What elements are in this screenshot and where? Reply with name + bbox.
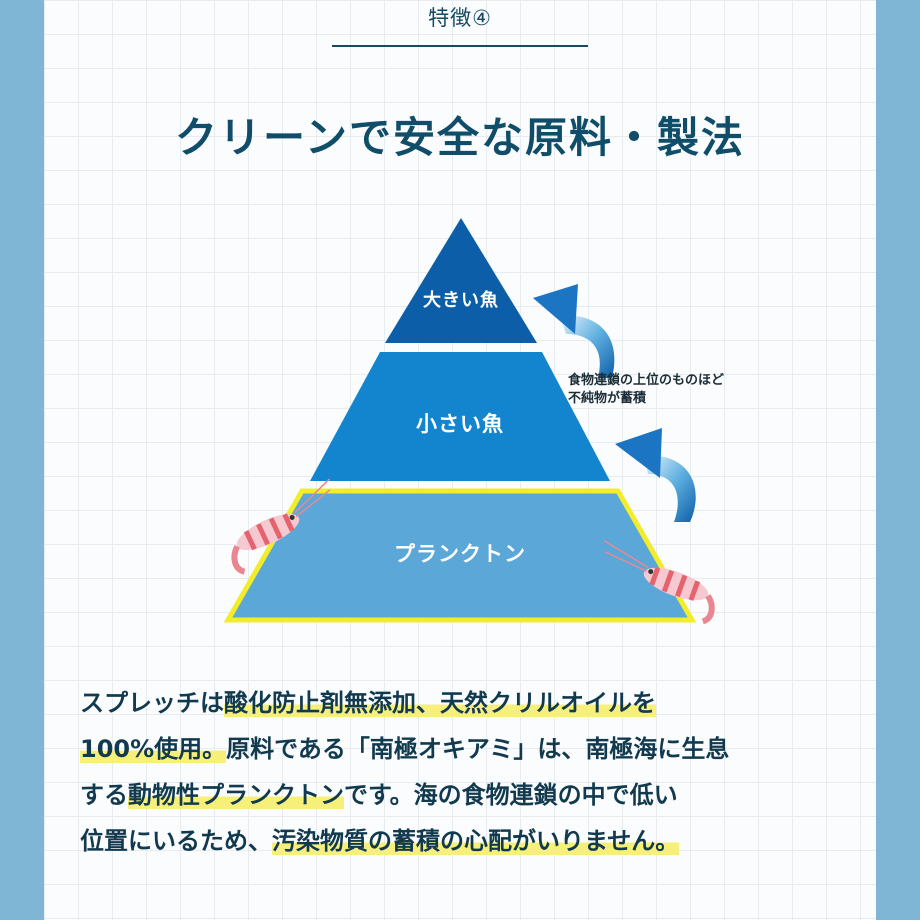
pyramid-middle-label: 小さい魚 — [416, 412, 504, 436]
body-highlight: 動物性プランクトン — [128, 781, 344, 809]
shrimp-left-icon — [231, 478, 331, 575]
body-line-1: スプレッチは酸化防止剤無添加、天然クリルオイルを — [80, 680, 800, 726]
note-line-1: 食物連鎖の上位のものほど — [568, 373, 725, 388]
body-line-3: する動物性プランクトンです。海の食物連鎖の中で低い — [80, 772, 800, 818]
body-highlight: 酸化防止剤無添加、天然クリルオイルを — [224, 689, 656, 717]
body-line-2: 100%使用。原料である「南極オキアミ」は、南極海に生息 — [80, 726, 800, 772]
pyramid-bottom-tier — [223, 488, 697, 623]
body-line-4: 位置にいるため、汚染物質の蓄積の心配がいりません。 — [80, 818, 800, 864]
feature-label: 特徴④ — [428, 6, 492, 30]
food-chain-note: 食物連鎖の上位のものほど 不純物が蓄積 — [568, 372, 808, 408]
body-text-segment: です。海の食物連鎖の中で低い — [344, 781, 678, 809]
body-text-segment: 位置にいるため、 — [80, 827, 272, 855]
feature-divider — [332, 45, 588, 47]
pyramid-top-tier — [385, 218, 537, 343]
body-text-segment: スプレッチは — [80, 689, 224, 717]
body-paragraph: スプレッチは酸化防止剤無添加、天然クリルオイルを 100%使用。原料である「南極… — [80, 680, 800, 864]
shrimp-right-icon — [604, 540, 715, 625]
pyramid-top-label: 大きい魚 — [423, 290, 499, 311]
pyramid-middle-tier — [310, 352, 610, 481]
body-text-segment: 原料である「南極オキアミ」は、南極海に生息 — [226, 735, 730, 763]
curved-arrow-lower-icon — [615, 428, 696, 522]
pyramid-bottom-label: プランクトン — [394, 542, 526, 566]
body-text-segment: する — [80, 781, 128, 809]
note-line-2: 不純物が蓄積 — [568, 391, 647, 406]
body-highlight: 汚染物質の蓄積の心配がいりません。 — [272, 827, 680, 855]
curved-arrow-upper-icon — [533, 284, 615, 378]
page-title: クリーンで安全な原料・製法 — [175, 113, 745, 162]
body-highlight: 100%使用。 — [80, 735, 227, 763]
